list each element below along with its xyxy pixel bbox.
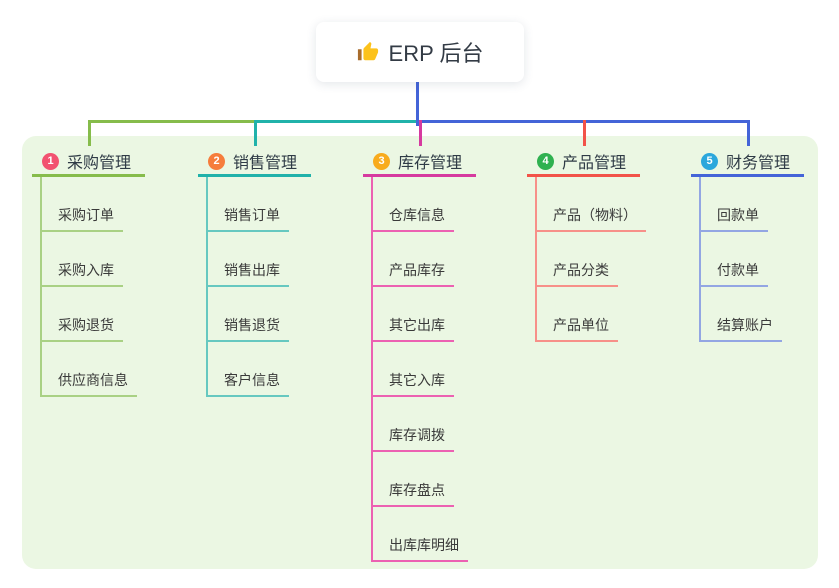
branch-title: 库存管理 bbox=[398, 155, 463, 172]
child-row: 销售退货 bbox=[206, 287, 311, 342]
child-row: 供应商信息 bbox=[40, 342, 145, 397]
branch-column-2: 2 销售管理 销售订单销售出库销售退货客户信息 bbox=[198, 148, 312, 397]
connector-bus-teal bbox=[255, 120, 419, 123]
child-node-库存调拨[interactable]: 库存调拨 bbox=[371, 425, 454, 452]
child-row: 销售订单 bbox=[206, 177, 311, 232]
child-node-产品（物料）[interactable]: 产品（物料） bbox=[535, 205, 646, 232]
child-node-产品库存[interactable]: 产品库存 bbox=[371, 260, 454, 287]
child-row: 出库库明细 bbox=[371, 507, 476, 562]
child-node-结算账户[interactable]: 结算账户 bbox=[699, 315, 782, 342]
branch-title: 产品管理 bbox=[562, 155, 627, 172]
child-node-产品分类[interactable]: 产品分类 bbox=[535, 260, 618, 287]
child-node-仓库信息[interactable]: 仓库信息 bbox=[371, 205, 454, 232]
child-node-采购订单[interactable]: 采购订单 bbox=[40, 205, 123, 232]
child-row: 付款单 bbox=[699, 232, 804, 287]
child-row: 库存盘点 bbox=[371, 452, 476, 507]
child-row: 产品（物料） bbox=[535, 177, 646, 232]
child-node-付款单[interactable]: 付款单 bbox=[699, 260, 768, 287]
branch-children: 回款单付款单结算账户 bbox=[699, 177, 804, 342]
child-node-产品单位[interactable]: 产品单位 bbox=[535, 315, 618, 342]
branch-header-财务管理[interactable]: 5 财务管理 bbox=[691, 148, 805, 177]
mindmap-background-panel bbox=[22, 136, 818, 569]
child-node-供应商信息[interactable]: 供应商信息 bbox=[40, 370, 137, 397]
child-node-其它入库[interactable]: 其它入库 bbox=[371, 370, 454, 397]
branch-title: 销售管理 bbox=[233, 155, 298, 172]
branch-children: 采购订单采购入库采购退货供应商信息 bbox=[40, 177, 145, 397]
child-row: 结算账户 bbox=[699, 287, 804, 342]
child-node-销售订单[interactable]: 销售订单 bbox=[206, 205, 289, 232]
child-node-采购退货[interactable]: 采购退货 bbox=[40, 315, 123, 342]
child-row: 采购入库 bbox=[40, 232, 145, 287]
child-row: 产品分类 bbox=[535, 232, 646, 287]
child-row: 其它出库 bbox=[371, 287, 476, 342]
thumbs-up-icon bbox=[357, 41, 379, 63]
child-row: 采购订单 bbox=[40, 177, 145, 232]
child-row: 产品库存 bbox=[371, 232, 476, 287]
child-row: 采购退货 bbox=[40, 287, 145, 342]
branch-number-badge: 4 bbox=[537, 152, 554, 170]
child-row: 产品单位 bbox=[535, 287, 646, 342]
branch-children: 仓库信息产品库存其它出库其它入库库存调拨库存盘点出库库明细 bbox=[371, 177, 476, 562]
child-node-客户信息[interactable]: 客户信息 bbox=[206, 370, 289, 397]
root-title: ERP 后台 bbox=[388, 41, 484, 66]
child-row: 库存调拨 bbox=[371, 397, 476, 452]
branch-children: 产品（物料） 产品分类产品单位 bbox=[535, 177, 646, 342]
branch-title: 采购管理 bbox=[67, 155, 132, 172]
child-node-其它出库[interactable]: 其它出库 bbox=[371, 315, 454, 342]
branch-header-库存管理[interactable]: 3 库存管理 bbox=[363, 148, 477, 177]
child-row: 其它入库 bbox=[371, 342, 476, 397]
child-node-采购入库[interactable]: 采购入库 bbox=[40, 260, 123, 287]
child-node-出库库明细[interactable]: 出库库明细 bbox=[371, 535, 468, 562]
branch-number-badge: 1 bbox=[42, 152, 59, 170]
child-row: 销售出库 bbox=[206, 232, 311, 287]
child-row: 仓库信息 bbox=[371, 177, 476, 232]
branch-header-产品管理[interactable]: 4 产品管理 bbox=[527, 148, 641, 177]
branch-children: 销售订单销售出库销售退货客户信息 bbox=[206, 177, 311, 397]
connector-bus-green bbox=[89, 120, 255, 123]
child-row: 客户信息 bbox=[206, 342, 311, 397]
connector-root-stem bbox=[416, 82, 419, 126]
branch-column-1: 1 采购管理 采购订单采购入库采购退货供应商信息 bbox=[32, 148, 146, 397]
branch-column-3: 3 库存管理 仓库信息产品库存其它出库其它入库库存调拨库存盘点出库库明细 bbox=[363, 148, 477, 562]
connector-drop-4 bbox=[582, 120, 586, 146]
branch-column-5: 5 财务管理 回款单付款单结算账户 bbox=[691, 148, 805, 342]
connector-drop-1 bbox=[87, 120, 91, 146]
branch-column-4: 4 产品管理 产品（物料） 产品分类产品单位 bbox=[527, 148, 646, 342]
child-node-回款单[interactable]: 回款单 bbox=[699, 205, 768, 232]
child-row: 回款单 bbox=[699, 177, 804, 232]
child-node-销售退货[interactable]: 销售退货 bbox=[206, 315, 289, 342]
branch-number-badge: 2 bbox=[208, 152, 225, 170]
connector-drop-3 bbox=[418, 120, 422, 146]
connector-drop-2 bbox=[253, 120, 257, 146]
branch-header-采购管理[interactable]: 1 采购管理 bbox=[32, 148, 146, 177]
root-node[interactable]: ERP 后台 bbox=[316, 22, 524, 82]
branch-title: 财务管理 bbox=[726, 155, 791, 172]
connector-drop-5 bbox=[746, 120, 750, 146]
child-node-库存盘点[interactable]: 库存盘点 bbox=[371, 480, 454, 507]
branch-number-badge: 3 bbox=[373, 152, 390, 170]
branch-number-badge: 5 bbox=[701, 152, 718, 170]
branch-header-销售管理[interactable]: 2 销售管理 bbox=[198, 148, 312, 177]
child-node-销售出库[interactable]: 销售出库 bbox=[206, 260, 289, 287]
